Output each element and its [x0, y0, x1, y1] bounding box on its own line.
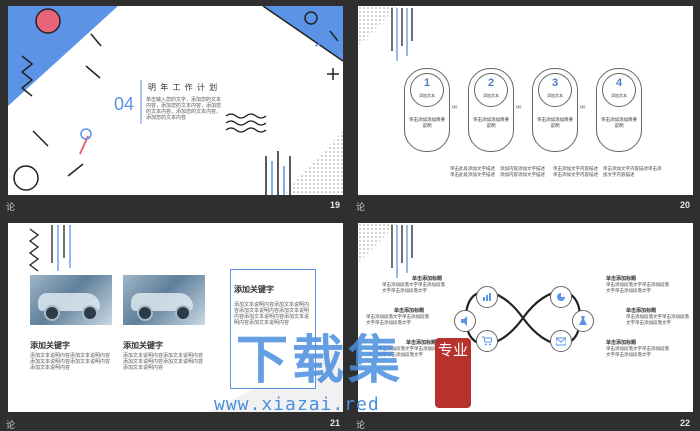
slide-22[interactable]: 单击添加标题 单击添加段落文字单击添加段落文字单击添加段落文字 单击添加标题 单… — [358, 223, 693, 412]
slide-20-number: 20 — [680, 200, 691, 210]
slide-19[interactable]: 明 年 工 作 计 划 04 单击输入您的文字，添加您的文本内容，添加您的文本内… — [8, 6, 343, 195]
slide-21-number: 21 — [330, 418, 341, 428]
watermark-text: 下载集 — [236, 331, 405, 391]
right-title-1: 单击添加标题 — [606, 276, 637, 282]
left-title-2: 单击添加标题 — [394, 308, 425, 314]
keyword-body-1: 添加文本说明内容添加文本说明内容添加文本说明内容添加文本说明内容添加文本说明内容 — [30, 353, 111, 371]
step-desc: 单击添加添加简要说明 — [537, 117, 573, 128]
right-title-3: 单击添加标题 — [606, 340, 637, 346]
decor-20 — [358, 6, 413, 61]
speaker-icon — [454, 310, 476, 332]
keyword-body-2: 添加文本说明内容添加文本说明内容添加文本说明内容添加文本说明内容添加文本说明内容 — [123, 353, 204, 371]
left-body-3: 单击添加段落文字单击添加段落文字单击添加段落文字 — [378, 346, 441, 357]
keyword-title-3: 添加关键字 — [234, 285, 274, 294]
note-1: 单击此处添加文字描述单击此处添加文字描述 — [450, 166, 495, 177]
step-number: 3 — [551, 77, 559, 89]
step-desc: 单击添加添加简要说明 — [601, 117, 637, 128]
left-body-1: 单击添加段落文字单击添加段落文字单击添加段落文字 — [382, 282, 445, 293]
note-3: 单击添加文字内容描述单击添加文字内容描述 — [553, 166, 598, 177]
chevron-right-icon: »» — [515, 102, 522, 111]
step-number: 2 — [487, 77, 495, 89]
step-title: 添加文本 — [483, 93, 499, 98]
chevron-right-icon: »» — [451, 102, 458, 111]
note-2: 添加内容添加文字描述添加内容添加文字描述 — [500, 166, 545, 177]
chart-icon — [476, 286, 498, 308]
slide-21[interactable]: 添加关键字 添加文本说明内容添加文本说明内容添加文本说明内容添加文本说明内容添加… — [8, 223, 343, 412]
keyword-body-3: 添加文本说明内容添加文本说明内容添加文本说明内容添加文本说明内容添加文本说明内容… — [234, 302, 310, 326]
slide-title: 明 年 工 作 计 划 — [148, 83, 219, 92]
step-title: 添加文本 — [611, 93, 627, 98]
car-image-1 — [30, 275, 112, 325]
step-card-4[interactable]: 4 添加文本 单击添加添加简要说明 — [596, 68, 642, 152]
slide-19-label: 论 — [6, 202, 16, 212]
watermark-url: www.xiazai.red — [214, 394, 380, 415]
step-card-3[interactable]: 3 添加文本 单击添加添加简要说明 — [532, 68, 578, 152]
car-image-2 — [123, 275, 205, 325]
left-title-1: 单击添加标题 — [412, 276, 443, 282]
seal-text: 专业 — [437, 341, 468, 359]
step-desc: 单击添加添加简要说明 — [473, 117, 509, 128]
slide-21-label: 论 — [6, 420, 16, 430]
step-number: 1 — [423, 77, 431, 89]
keyword-box[interactable]: 添加关键字 添加文本说明内容添加文本说明内容添加文本说明内容添加文本说明内容添加… — [230, 269, 316, 389]
chevron-right-icon: »» — [579, 102, 586, 111]
step-card-2[interactable]: 2 添加文本 单击添加添加简要说明 — [468, 68, 514, 152]
right-body-2: 单击添加段落文字单击添加段落文字单击添加段落文字 — [626, 314, 689, 325]
keyword-title-1: 添加关键字 — [30, 341, 70, 350]
left-body-2: 单击添加段落文字单击添加段落文字单击添加段落文字 — [366, 314, 429, 325]
step-title: 添加文本 — [547, 93, 563, 98]
right-title-2: 单击添加标题 — [626, 308, 657, 314]
decor-19 — [8, 6, 343, 195]
mail-icon — [550, 330, 572, 352]
slide-19-number: 19 — [330, 200, 341, 210]
note-4: 单击添加文字内容描述单击添加文字内容描述 — [603, 166, 662, 177]
step-title: 添加文本 — [419, 93, 435, 98]
cart-icon — [476, 330, 498, 352]
slide-22-label: 论 — [356, 420, 366, 430]
step-card-1[interactable]: 1 添加文本 单击添加添加简要说明 — [404, 68, 450, 152]
pie-icon — [550, 286, 572, 308]
slide-20-label: 论 — [356, 202, 366, 212]
right-body-1: 单击添加段落文字单击添加段落文字单击添加段落文字 — [606, 282, 669, 293]
right-body-3: 单击添加段落文字单击添加段落文字单击添加段落文字 — [606, 346, 669, 357]
keyword-title-2: 添加关键字 — [123, 341, 163, 350]
step-desc: 单击添加添加简要说明 — [409, 117, 445, 128]
flask-icon — [572, 310, 594, 332]
left-title-3: 单击添加标题 — [406, 340, 437, 346]
section-number: 04 — [114, 94, 135, 114]
slide-body: 单击输入您的文字，添加您的文本内容，添加您的文本内容，添加您的文本内容，添加您的… — [146, 97, 222, 121]
step-number: 4 — [615, 77, 623, 89]
slide-22-number: 22 — [680, 418, 691, 428]
watermark-seal: 专业 — [435, 338, 471, 408]
